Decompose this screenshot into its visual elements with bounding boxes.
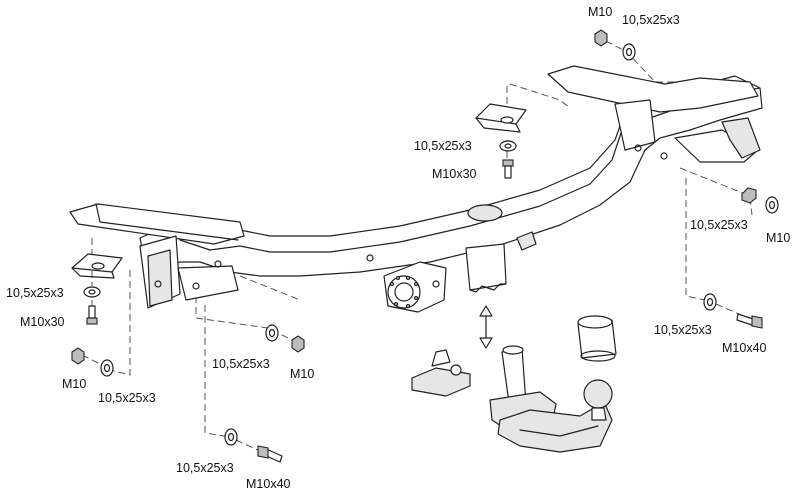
left-mount-plate-edge	[71, 267, 115, 279]
bolt-right-head	[751, 315, 763, 329]
neck-insert-top	[502, 345, 524, 355]
label-bolt-left: M10x30	[20, 315, 65, 329]
crossbar-hole	[366, 254, 374, 262]
label-washer-top: 10,5x25x3	[622, 13, 680, 27]
label-washer-left-lower: 10,5x25x3	[98, 391, 156, 405]
right-socket-plate	[674, 129, 759, 163]
label-nut-mid: M10	[290, 367, 314, 381]
bolt-center-shank	[504, 165, 512, 179]
mount-plate-edge	[475, 117, 521, 133]
tow-ball	[583, 379, 613, 409]
label-bolt-center: M10x30	[432, 167, 477, 181]
neck-arm	[497, 401, 613, 453]
label-washer-right: 10,5x25x3	[690, 218, 748, 232]
nut-m10-right	[741, 187, 757, 204]
crossbar-tab	[516, 231, 537, 251]
ball-cover-top	[577, 315, 613, 329]
ball-cover-rim	[580, 350, 616, 362]
washer-left-lower-hole	[103, 363, 111, 373]
label-washer-left: 10,5x25x3	[6, 286, 64, 300]
guide-line-left-lower	[109, 270, 131, 376]
left-mount-plate	[71, 253, 123, 279]
label-nut-right: M10	[766, 231, 790, 245]
washer-bottom-hole	[227, 432, 235, 442]
label-m10-top: M10	[588, 5, 612, 19]
washer-center-hole	[504, 143, 512, 149]
receiver-tube	[465, 243, 507, 293]
label-washer-center: 10,5x25x3	[414, 139, 472, 153]
guide-line-mid-upper	[239, 275, 301, 301]
left-bracket-hole-3	[214, 260, 222, 268]
label-washer-mid: 10,5x25x3	[212, 357, 270, 371]
bolt-left-head	[86, 317, 98, 325]
left-bracket-block	[177, 265, 239, 301]
washer-right-hole	[768, 200, 776, 210]
label-nut-left: M10	[62, 377, 86, 391]
center-mount-plate	[475, 103, 527, 133]
arrow-up	[479, 305, 493, 317]
right-bracket-hole	[634, 144, 642, 152]
tow-ball-assembly	[489, 315, 617, 453]
left-rail-edge	[95, 203, 239, 241]
hardware	[71, 29, 779, 463]
right-side-bracket	[547, 65, 761, 163]
socket-plate-ring	[387, 275, 421, 309]
guide-line-bottom	[204, 305, 231, 438]
guide-line-mid	[195, 296, 297, 343]
socket-plate	[383, 261, 447, 313]
mount-plate-hole	[500, 116, 514, 124]
right-rail-top	[547, 65, 759, 113]
lock-key-grip	[431, 349, 451, 367]
bolt-center-head	[502, 159, 514, 167]
washer-mid-hole	[268, 328, 276, 338]
nut-m10-top	[594, 29, 608, 47]
part-labels: M10 10,5x25x3 10,5x25x3 M10x30 10,5x25x3…	[6, 5, 790, 491]
nut-m10-mid	[291, 335, 305, 353]
insert-direction-arrow	[479, 305, 493, 349]
left-bracket-hole-2	[192, 282, 200, 290]
guide-line-top-right	[595, 35, 690, 83]
receiver-tube-body	[465, 243, 507, 291]
crossbar-cap	[467, 204, 503, 222]
left-mount-plate-hole	[91, 262, 105, 270]
socket-plate-hole	[432, 280, 440, 288]
nut-m10-left	[71, 347, 85, 365]
tow-ball-stem	[591, 407, 607, 421]
label-bolt-right-lower: M10x40	[722, 341, 767, 355]
bolt-left-shank	[88, 305, 96, 319]
right-bracket-hole-2	[660, 152, 668, 160]
lock-key-body	[411, 367, 471, 397]
lock-key-knob	[450, 364, 462, 376]
left-rail-top	[69, 203, 245, 245]
left-side-bracket	[69, 203, 245, 309]
guide-line-right-lower	[685, 178, 706, 301]
label-bolt-bottom: M10x40	[246, 477, 291, 491]
washer-top-hole	[625, 47, 633, 57]
receiver-tube-mouth	[469, 283, 507, 293]
label-washer-bottom: 10,5x25x3	[176, 461, 234, 475]
bolt-bottom-head	[257, 445, 269, 459]
right-socket-body	[721, 117, 761, 159]
guide-line-top-center	[509, 83, 571, 109]
socket-plate-inner	[394, 282, 414, 302]
guide-line-right-bolt	[715, 303, 749, 319]
label-washer-right-lower: 10,5x25x3	[654, 323, 712, 337]
washer-left-hole	[88, 289, 96, 295]
left-bracket-inner	[147, 249, 173, 307]
arrow-down	[479, 337, 493, 349]
right-bracket-plate	[614, 99, 656, 151]
washer-right-lower-hole	[706, 297, 714, 307]
guide-line-right	[679, 167, 753, 216]
left-bracket-hole	[154, 280, 162, 288]
neck-arm-edge	[519, 425, 599, 437]
lock-key	[411, 349, 471, 397]
